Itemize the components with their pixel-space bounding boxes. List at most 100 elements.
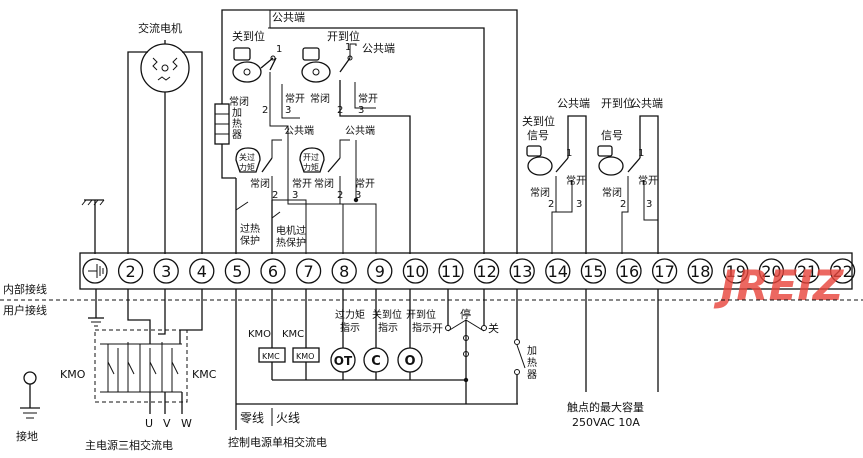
terminal-label-6: 6 — [268, 262, 278, 281]
terminal-13 — [509, 258, 535, 284]
v-label: V — [163, 417, 171, 430]
ground-label: 接地 — [16, 430, 38, 443]
common-label-top: 公共端 — [272, 11, 305, 24]
heater2-1: 加 — [527, 345, 537, 357]
brand-watermark: JREIZ — [714, 261, 845, 310]
terminal-label-8: 8 — [339, 262, 349, 281]
w-label: W — [181, 417, 192, 430]
terminal-label-2: 2 — [126, 262, 136, 281]
nc-d: 常闭 — [314, 177, 334, 190]
overtorque-ind-1: 过力矩 — [335, 308, 365, 321]
u-label: U — [145, 417, 153, 430]
kmc-label-right: KMC — [192, 368, 217, 381]
indicator-c-text: C — [371, 354, 381, 369]
terminal-label-11: 11 — [441, 262, 461, 281]
nc-f: 常闭 — [602, 186, 622, 199]
p2-a: 2 — [262, 105, 268, 116]
common-label-t2: 公共端 — [345, 124, 375, 137]
close-signal-cam-icon — [526, 145, 553, 176]
heater-label-1: 加 — [232, 107, 242, 119]
terminal-3 — [153, 258, 179, 284]
common-label-open: 公共端 — [362, 42, 395, 55]
contactor-switches — [100, 342, 182, 393]
coil-kmc-label: KMC — [282, 329, 304, 340]
p1-f: 1 — [638, 148, 644, 159]
terminal-label-16: 16 — [619, 262, 639, 281]
close-torque-2: 力矩 — [239, 162, 255, 172]
indicator-o-text: O — [404, 354, 415, 369]
terminal-label-17: 17 — [654, 262, 674, 281]
terminal-15 — [580, 258, 607, 284]
terminal-label-19: 19 — [726, 262, 746, 281]
terminal-label-22: 22 — [832, 262, 852, 281]
p3-e: 3 — [576, 199, 582, 210]
open-pos-label: 开到位 — [327, 29, 360, 43]
terminal-label-7: 7 — [304, 262, 314, 281]
common-bus-wire — [221, 9, 518, 254]
p1-b: 1 — [345, 42, 351, 53]
kmo-label-left: KMO — [60, 368, 86, 381]
p3-f: 3 — [646, 199, 652, 210]
terminal-10 — [402, 258, 429, 284]
p2-f: 2 — [620, 199, 626, 210]
heater2-3: 器 — [527, 369, 537, 381]
close-pos-ind-2: 指示 — [378, 321, 398, 334]
open-pos-ind-2: 指示 — [412, 321, 432, 334]
coil-kmo-text: KMO — [296, 352, 314, 361]
no-a: 常开 — [285, 92, 305, 105]
nc-c: 常闭 — [250, 177, 270, 190]
terminal-11 — [438, 258, 464, 284]
terminal-18 — [687, 258, 713, 284]
common-label-s1: 公共端 — [557, 97, 590, 110]
open-pos-signal-2: 信号 — [601, 129, 623, 142]
terminal-21 — [794, 258, 820, 284]
close-pos-signal-2: 信号 — [527, 129, 549, 142]
motor-overheat-1: 电机过 — [276, 224, 306, 237]
terminal-label-15: 15 — [583, 262, 603, 281]
terminal-14 — [545, 258, 571, 284]
close-pos-label: 关到位 — [232, 29, 265, 43]
terminal-6 — [260, 258, 286, 284]
indicator-ot-text: OT — [334, 354, 353, 368]
terminal-1 — [82, 258, 108, 284]
motor-overheat-2: 热保护 — [276, 236, 306, 249]
heater-label-3: 器 — [232, 129, 242, 141]
p3-c: 3 — [292, 190, 298, 201]
contact-cap-1: 触点的最大容量 — [567, 400, 644, 414]
close-torque-icon — [235, 147, 261, 173]
open-torque-icon — [299, 147, 325, 173]
terminal-label-9: 9 — [375, 262, 385, 281]
p1-a: 1 — [276, 44, 282, 55]
chassis-ground-icon — [81, 199, 105, 254]
p3-d: 3 — [355, 190, 361, 201]
open-label: 开 — [432, 322, 443, 335]
overheat-protect-2: 保护 — [240, 234, 260, 247]
heater2-2: 热 — [527, 356, 537, 369]
terminal-4 — [189, 258, 215, 284]
open-pos-signal-1: 开到位 — [601, 96, 634, 110]
terminal-9 — [367, 258, 393, 284]
nc-a: 常闭 — [229, 95, 249, 108]
close-limit-cam-icon — [232, 47, 262, 83]
no-b: 常开 — [358, 92, 378, 105]
terminal-label-21: 21 — [797, 262, 817, 281]
terminal-22 — [829, 258, 856, 284]
ground-terminal-icon — [88, 264, 104, 278]
live-label: 火线 — [276, 411, 300, 425]
main-power-label: 主电源三相交流电 — [85, 438, 173, 452]
terminal-12 — [473, 258, 500, 284]
open-limit-cam-icon — [301, 47, 331, 83]
terminal-19 — [723, 258, 749, 284]
stop-label: 停 — [460, 307, 471, 321]
terminal-7 — [295, 258, 322, 284]
no-d: 常开 — [355, 177, 375, 190]
heater-label-2: 热 — [232, 117, 242, 130]
p3-b: 3 — [358, 105, 364, 116]
terminal-17 — [651, 258, 678, 284]
terminal-label-10: 10 — [405, 262, 425, 281]
ac-motor-icon — [140, 43, 190, 93]
internal-wiring-label: 内部接线 — [3, 282, 47, 296]
overtorque-ind-2: 指示 — [340, 321, 360, 334]
